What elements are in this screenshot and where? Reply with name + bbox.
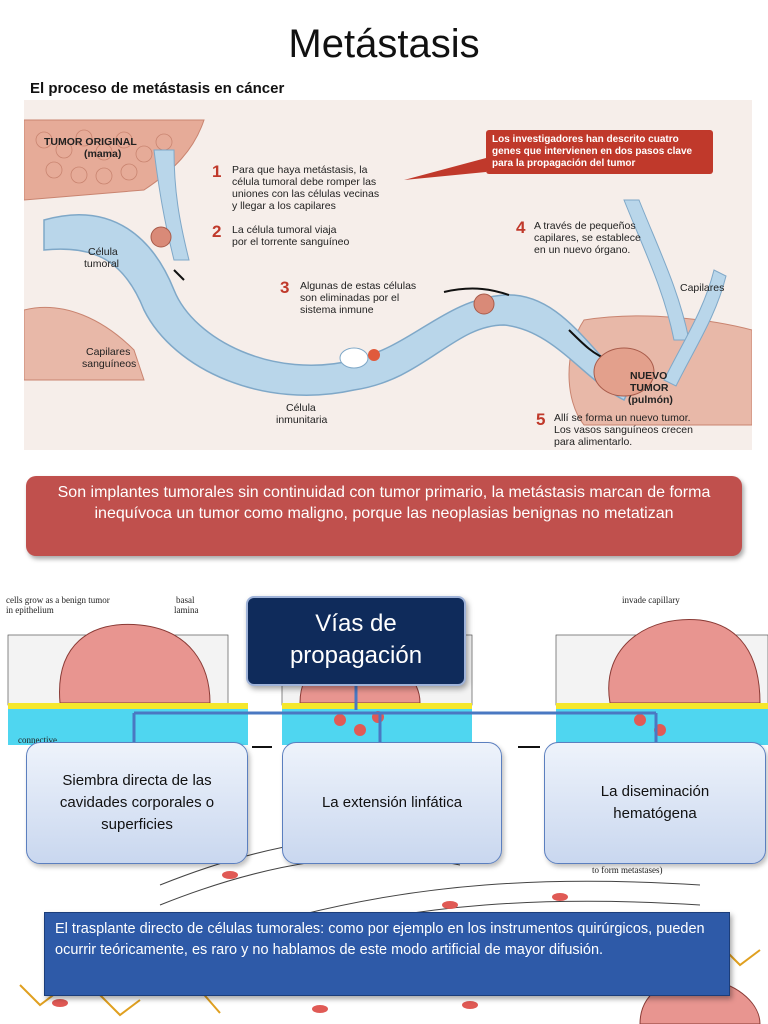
direct-transplant-note: El trasplante directo de células tumoral… <box>44 912 730 996</box>
step-5-line-1: Allí se forma un nuevo tumor. <box>554 412 691 424</box>
label-capilares-sanguineos-2: sanguíneos <box>82 358 137 370</box>
step-1-line-1: Para que haya metástasis, la <box>232 164 368 176</box>
vias-de-propagacion-box: Vías de propagación <box>246 596 466 686</box>
caption-basal-2: lamina <box>174 605 199 615</box>
step-4-line-2: capilares, se establece <box>534 232 641 244</box>
step-5-line-2: Los vasos sanguíneos crecen <box>554 424 693 436</box>
step-3-number: 3 <box>280 278 290 297</box>
route-siembra-directa: Siembra directa de las cavidades corpora… <box>26 742 248 864</box>
label-celula-inmunitaria-1: Célula <box>286 402 316 414</box>
step-4-line-1: A través de pequeños <box>534 220 636 232</box>
label-mama: (mama) <box>84 148 122 160</box>
caption-form: to form metastases) <box>592 865 663 875</box>
diagram-heading: El proceso de metástasis en cáncer <box>30 80 285 97</box>
researchers-callout: Los investigadores han descrito cuatro g… <box>486 130 713 174</box>
route-extension-linfatica: La extensión linfática <box>282 742 502 864</box>
step-1-line-4: y llegar a los capilares <box>232 200 336 212</box>
label-tumor: TUMOR <box>630 382 669 394</box>
caption-benign-1: cells grow as a benign tumor <box>6 595 110 605</box>
vias-line-1: Vías de <box>315 610 397 637</box>
route-siembra-directa-label: Siembra directa de las cavidades corpora… <box>59 772 215 833</box>
step-1-number: 1 <box>212 162 222 181</box>
step-1-line-3: uniones con las células vecinas <box>232 188 380 200</box>
step-1-line-2: célula tumoral debe romper las <box>232 176 377 188</box>
vias-line-2: propagación <box>289 642 423 669</box>
step-2-number: 2 <box>212 222 222 241</box>
slide-title: Metástasis <box>288 22 480 66</box>
label-capilares: Capilares <box>680 282 725 294</box>
label-celula-tumoral-1: Célula <box>88 246 118 258</box>
caption-basal-1: basal <box>176 595 195 605</box>
step-2-line-1: La célula tumoral viaja <box>232 224 337 236</box>
step-3-line-1: Algunas de estas células <box>300 280 417 292</box>
caption-connective: connective <box>18 735 57 745</box>
definition-box: Son implantes tumorales sin continuidad … <box>26 476 742 556</box>
metastasis-process-diagram: El proceso de metástasis en cáncer TUMOR… <box>24 80 752 450</box>
step-4-number: 4 <box>516 218 526 237</box>
step-2-line-2: por el torrente sanguíneo <box>232 236 350 248</box>
route-extension-linfatica-label: La extensión linfática <box>321 794 463 811</box>
label-pulmon: (pulmón) <box>628 394 673 406</box>
route-diseminacion-hematogena: La diseminación hematógena <box>544 742 766 864</box>
label-nuevo: NUEVO <box>630 370 668 382</box>
caption-invade: invade capillary <box>622 595 680 605</box>
label-celula-tumoral-2: tumoral <box>84 258 120 270</box>
label-celula-inmunitaria-2: inmunitaria <box>276 414 328 426</box>
step-5-line-3: para alimentarlo. <box>554 436 633 448</box>
step-3-line-2: son eliminadas por el <box>300 292 400 304</box>
step-5-number: 5 <box>536 410 546 429</box>
step-3-line-3: sistema inmune <box>300 304 374 316</box>
label-tumor-original: TUMOR ORIGINAL <box>44 136 137 148</box>
route-diseminacion-hematogena-label: La diseminación hematógena <box>600 783 710 822</box>
caption-benign-2: in epithelium <box>6 605 54 615</box>
step-4-line-3: en un nuevo órgano. <box>534 244 631 256</box>
label-capilares-sanguineos-1: Capilares <box>86 346 131 358</box>
